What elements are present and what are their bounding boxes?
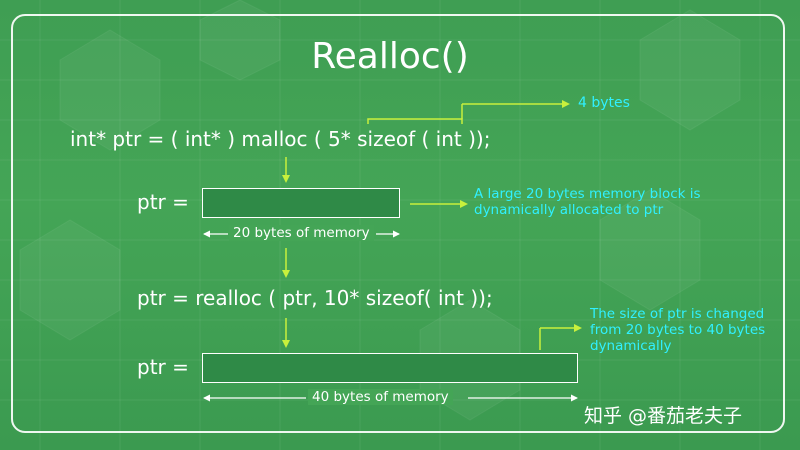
sizeof-bracket	[367, 100, 570, 124]
ptr-label-1: ptr =	[137, 190, 189, 214]
watermark: 知乎 @番茄老夫子	[584, 405, 743, 427]
ptr-label-2: ptr =	[137, 355, 189, 379]
realloc-note-line-2: from 20 bytes to 40 bytes	[590, 322, 766, 338]
malloc-note-line-1: A large 20 bytes memory block is	[474, 186, 701, 202]
block2-size-label: 40 bytes of memory	[308, 389, 453, 405]
block1-size-label: 20 bytes of memory	[229, 225, 374, 241]
slide-title: Realloc()	[311, 36, 469, 77]
realloc-note-line-3: dynamically	[590, 338, 672, 354]
realloc-statement: ptr = realloc ( ptr, 10* sizeof( int ));	[137, 286, 493, 310]
memory-block-40-bytes	[202, 353, 578, 383]
memory-block-20-bytes	[202, 188, 400, 218]
slide-frame	[11, 14, 785, 433]
malloc-statement: int* ptr = ( int* ) malloc ( 5* sizeof (…	[70, 127, 491, 151]
realloc-note-connector	[539, 324, 582, 350]
sizeof-bytes-note: 4 bytes	[578, 95, 630, 111]
realloc-note-line-1: The size of ptr is changed	[590, 306, 765, 322]
malloc-note-line-2: dynamically allocated to ptr	[474, 202, 664, 218]
